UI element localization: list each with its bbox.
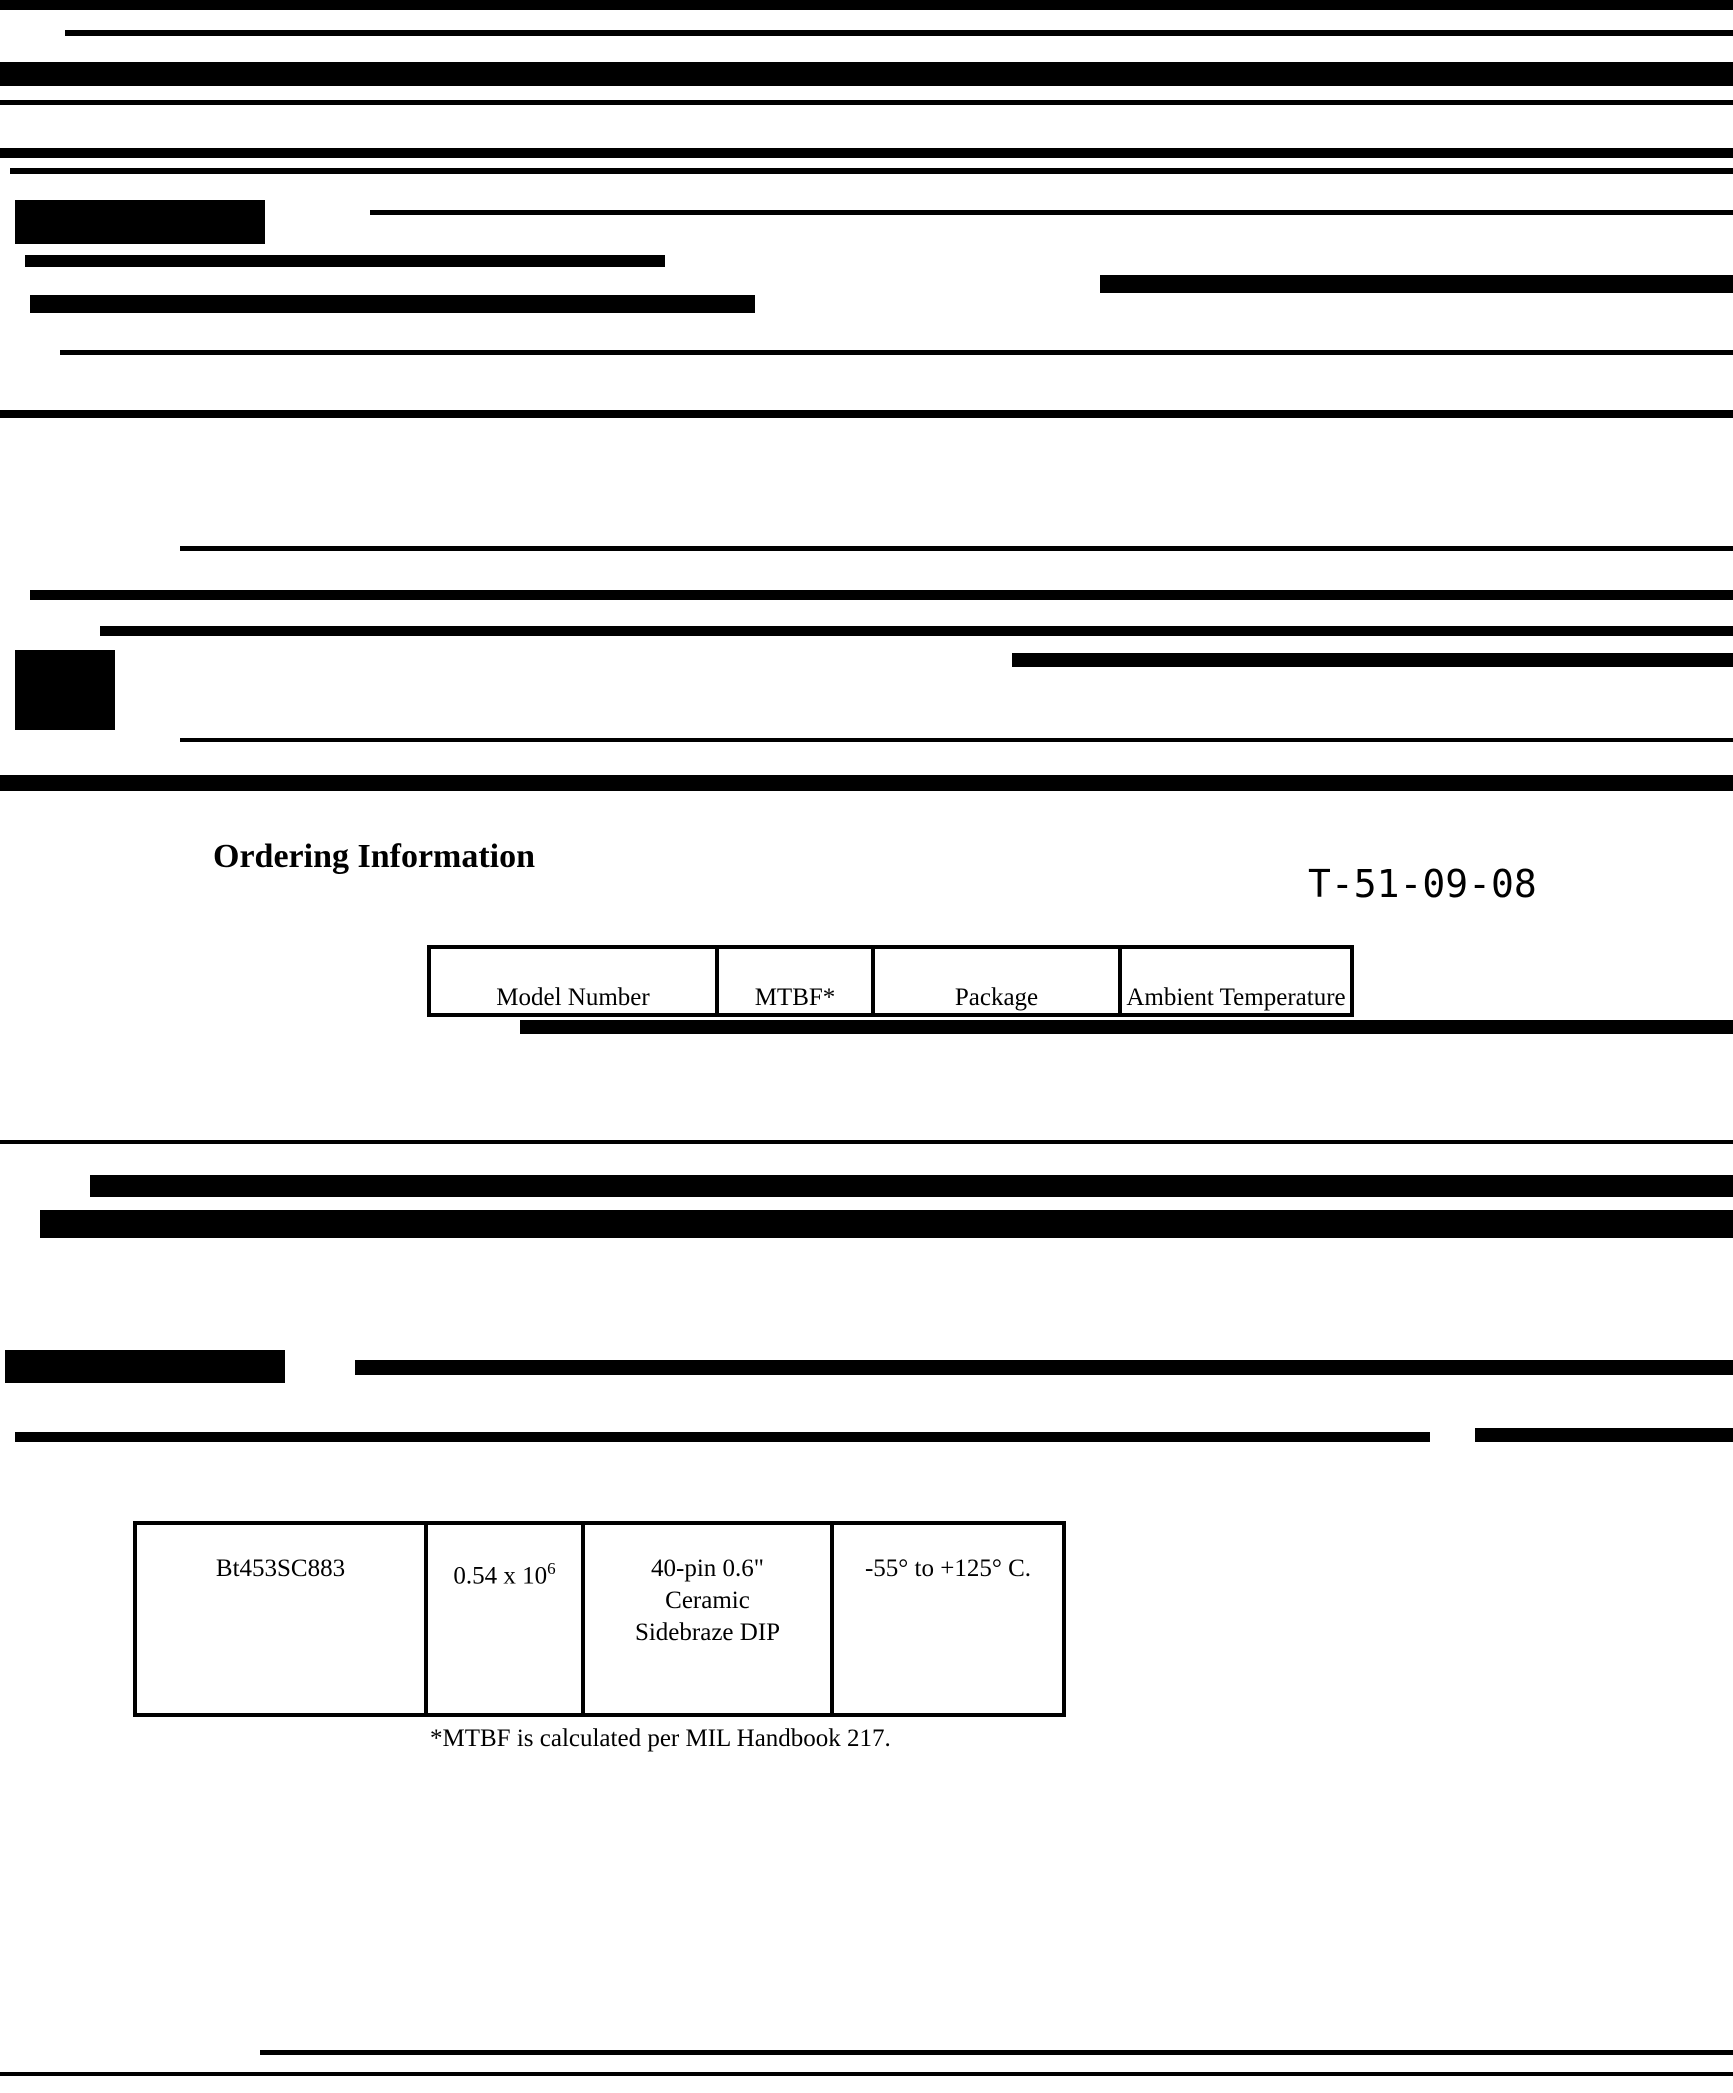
header-ambient-temperature: Ambient Temperature <box>1118 945 1354 1017</box>
cell-temperature: -55° to +125° C. <box>830 1521 1066 1717</box>
package-line: Sidebraze DIP <box>634 1619 781 1646</box>
ordering-table: Bt453SC883 0.54 x 106 40-pin 0.6" Cerami… <box>133 1521 1066 1717</box>
mtbf-value: 0.54 x 10 <box>453 1562 548 1590</box>
cell-package: 40-pin 0.6" Ceramic Sidebraze DIP <box>581 1521 834 1717</box>
footnote: *MTBF is calculated per MIL Handbook 217… <box>430 1725 891 1752</box>
document-code: T-51-09-08 <box>1308 862 1537 906</box>
cell-mtbf: 0.54 x 106 <box>424 1521 585 1717</box>
ordering-table-header: Model Number MTBF* Package Ambient Tempe… <box>427 945 1354 1017</box>
section-title: Ordering Information <box>213 838 536 875</box>
header-model-number: Model Number <box>427 945 719 1017</box>
header-mtbf: MTBF* <box>715 945 875 1017</box>
table-row: Bt453SC883 0.54 x 106 40-pin 0.6" Cerami… <box>133 1521 1066 1717</box>
package-line: 40-pin 0.6" <box>651 1555 764 1582</box>
cell-model: Bt453SC883 <box>133 1521 428 1717</box>
header-package: Package <box>871 945 1122 1017</box>
package-line: Ceramic <box>665 1587 750 1614</box>
mtbf-exponent: 6 <box>547 1559 556 1578</box>
